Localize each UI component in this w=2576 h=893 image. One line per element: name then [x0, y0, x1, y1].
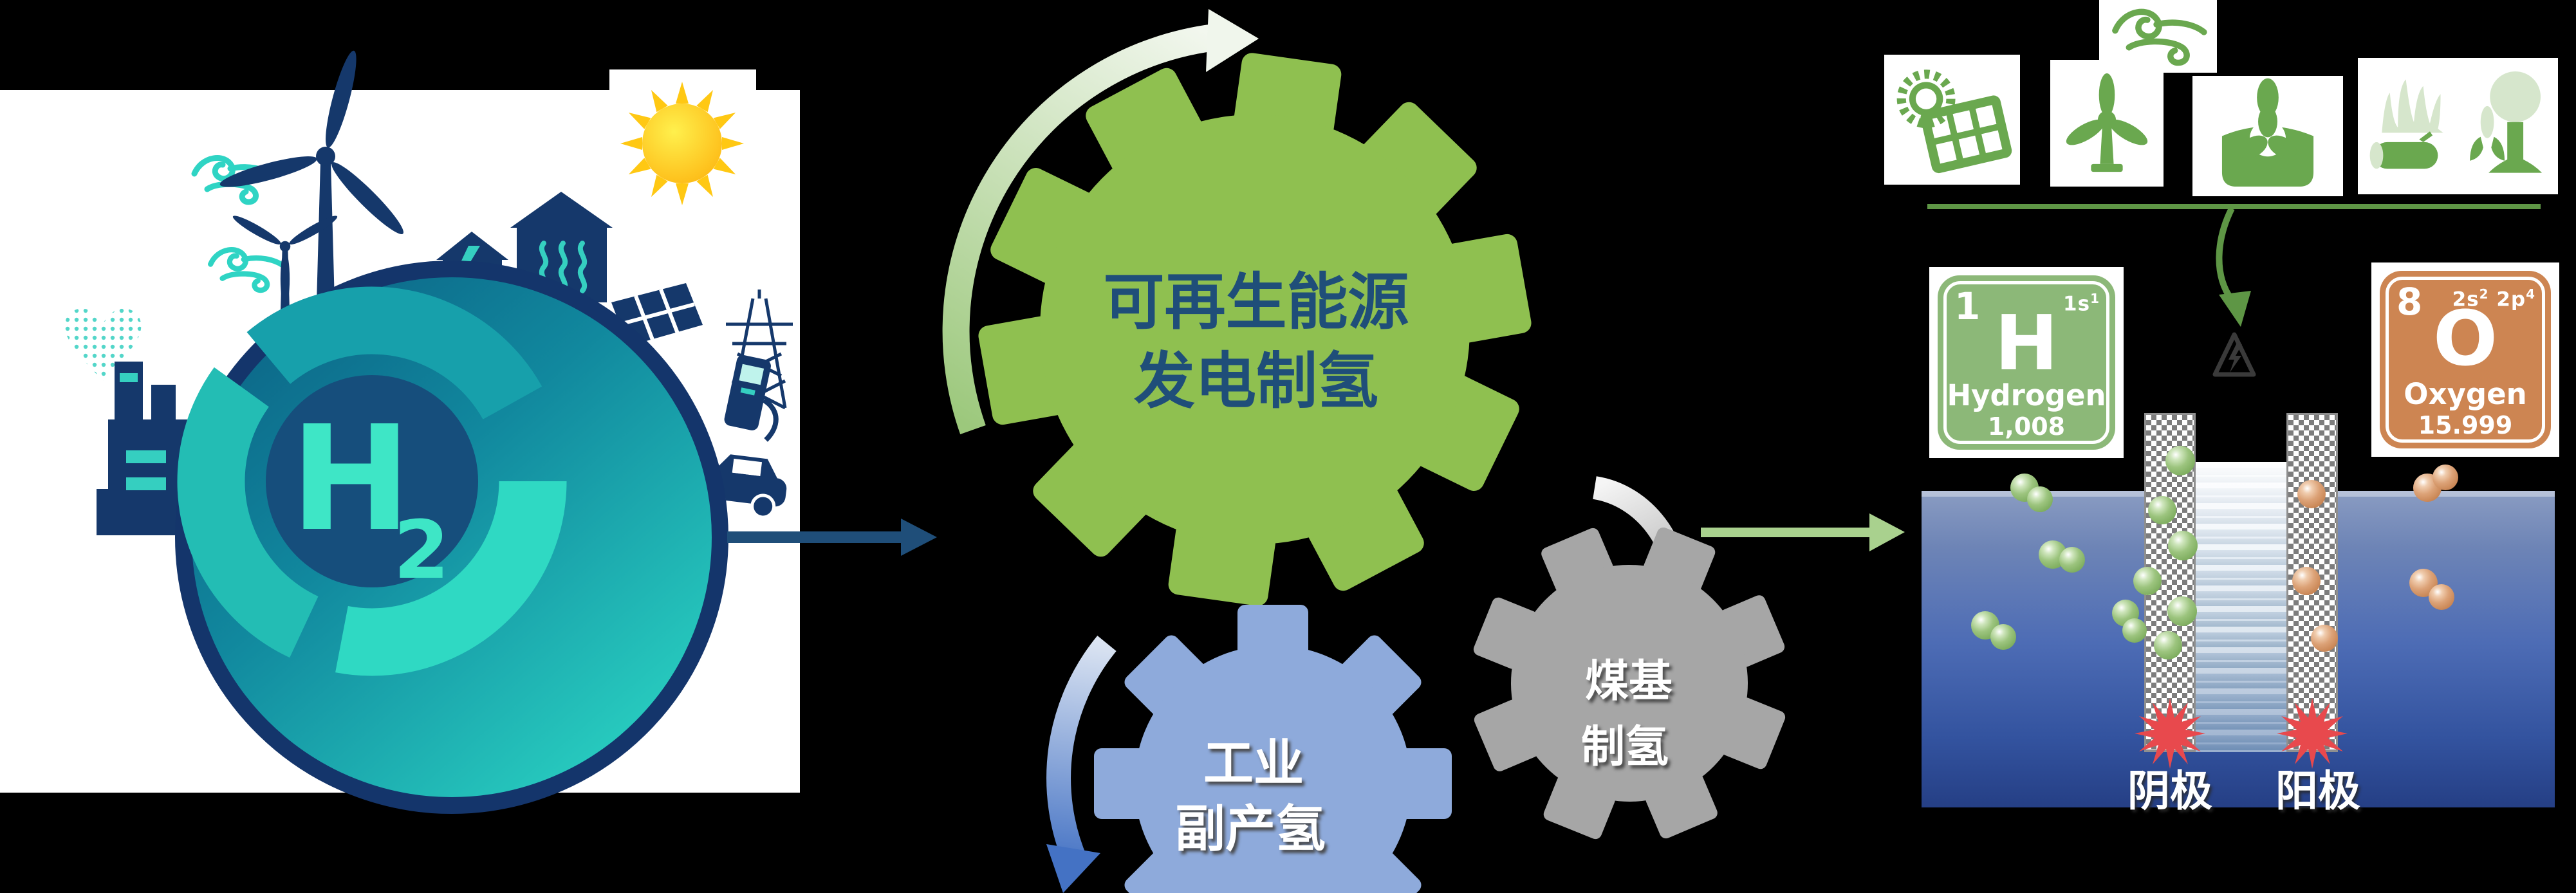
hydrogen-name: Hydrogen [1947, 378, 2106, 412]
hydro-turbine-icon [2221, 78, 2314, 187]
wind-turbine-icon [2066, 73, 2148, 172]
solar-panel-sun-icon [1896, 69, 2012, 174]
gear-renewable-label-line2: 发电制氢 [1134, 346, 1378, 417]
anode-reaction-spark-icon [2277, 698, 2348, 769]
blue-cycle-arrow [1046, 635, 1117, 893]
solar-source-card [1884, 55, 2020, 185]
config-base: 1s [2063, 292, 2091, 316]
h2-molecule [2027, 486, 2053, 512]
hydro-source-card [2192, 76, 2343, 196]
electricity-warning-icon [2212, 332, 2256, 377]
globe-to-gears-arrow [727, 519, 937, 556]
o2-molecule [2311, 625, 2338, 652]
ev-charger-icon [724, 354, 779, 442]
hydrogen-element-card: 1 1s1 H Hydrogen 1,008 [1929, 267, 2124, 458]
anode-label: 阳极 [2275, 766, 2360, 816]
wind-swirl-card [2099, 0, 2217, 73]
biomass-icon [2369, 71, 2543, 173]
membrane-separator-icon [2196, 462, 2286, 752]
wind-swirl-icon [2112, 8, 2207, 66]
config-base: 2p [2496, 288, 2526, 311]
h2-center-circle [266, 375, 478, 587]
h2-molecule [2154, 631, 2182, 659]
h2-molecule [2133, 567, 2162, 595]
config-base: 2s [2452, 288, 2479, 311]
oxygen-electron-config: 2s2 2p4 [2452, 286, 2535, 311]
cathode-reaction-spark-icon [2135, 698, 2205, 769]
o2-molecule [2292, 567, 2321, 595]
biomass-source-card [2358, 58, 2558, 194]
config-sup: 1 [2090, 291, 2100, 306]
oxygen-symbol: O [2432, 294, 2498, 383]
oxygen-name: Oxygen [2404, 377, 2527, 411]
o2-molecule [2297, 480, 2326, 508]
hydrogen-atomic-mass: 1,008 [1987, 412, 2066, 441]
large-wind-turbine-icon [219, 50, 403, 302]
hydrogen-tile: 1 1s1 H Hydrogen 1,008 [1938, 275, 2115, 450]
gear-coal: 煤基 制氢 [1473, 527, 1786, 840]
o2-molecule [2429, 584, 2454, 610]
gear-renewable: 可再生能源 发电制氢 [978, 53, 1532, 606]
h2-molecule [2148, 496, 2176, 524]
hydrogen-electron-config: 1s1 [2063, 291, 2100, 315]
h2-molecule [2168, 531, 2198, 560]
h2-molecule [2122, 618, 2147, 643]
sources-collector-line [1927, 204, 2541, 209]
gear-industrial-label-line2: 副产氢 [1175, 800, 1326, 858]
dotted-heart-icon [64, 308, 142, 381]
gear-renewable-label-line1: 可再生能源 [1103, 267, 1409, 338]
h2-globe: H 2 [175, 261, 728, 814]
hydrogen-symbol: H [1994, 299, 2059, 387]
config-sup: 4 [2526, 286, 2535, 302]
h2-molecule [2059, 547, 2085, 573]
electrolysis-tank [1922, 413, 2555, 807]
sources-to-cell-arrow [2216, 207, 2251, 327]
h2-subscript-text: 2 [394, 504, 450, 597]
gear-coal-label-line2: 制氢 [1581, 722, 1669, 773]
small-wind-turbine-icon [232, 216, 338, 327]
hydrogen-atomic-number: 1 [1954, 284, 1981, 328]
sun-icon [620, 82, 744, 205]
gear-industrial-label-line1: 工业 [1203, 735, 1304, 793]
gears-to-electrolysis-arrow [1701, 513, 1905, 551]
cathode-label: 阴极 [2127, 766, 2212, 816]
wind-swirl-icon [210, 250, 283, 290]
gear-coal-label-line1: 煤基 [1585, 656, 1673, 707]
config-sup: 2 [2479, 286, 2489, 302]
oxygen-atomic-number: 8 [2396, 280, 2423, 324]
o2-molecule [2432, 465, 2458, 490]
oxygen-atomic-mass: 15.999 [2418, 411, 2513, 439]
h2-molecule [2167, 596, 2197, 626]
green-cycle-arrow [942, 9, 1259, 434]
wind-source-card [2050, 60, 2164, 187]
recycle-ring-icon [177, 286, 567, 676]
h2-molecule [1990, 624, 2016, 650]
h2-molecule [2165, 446, 2195, 475]
gear-industrial: 工业 副产氢 [1094, 605, 1452, 893]
h2-symbol-text: H [290, 395, 411, 564]
